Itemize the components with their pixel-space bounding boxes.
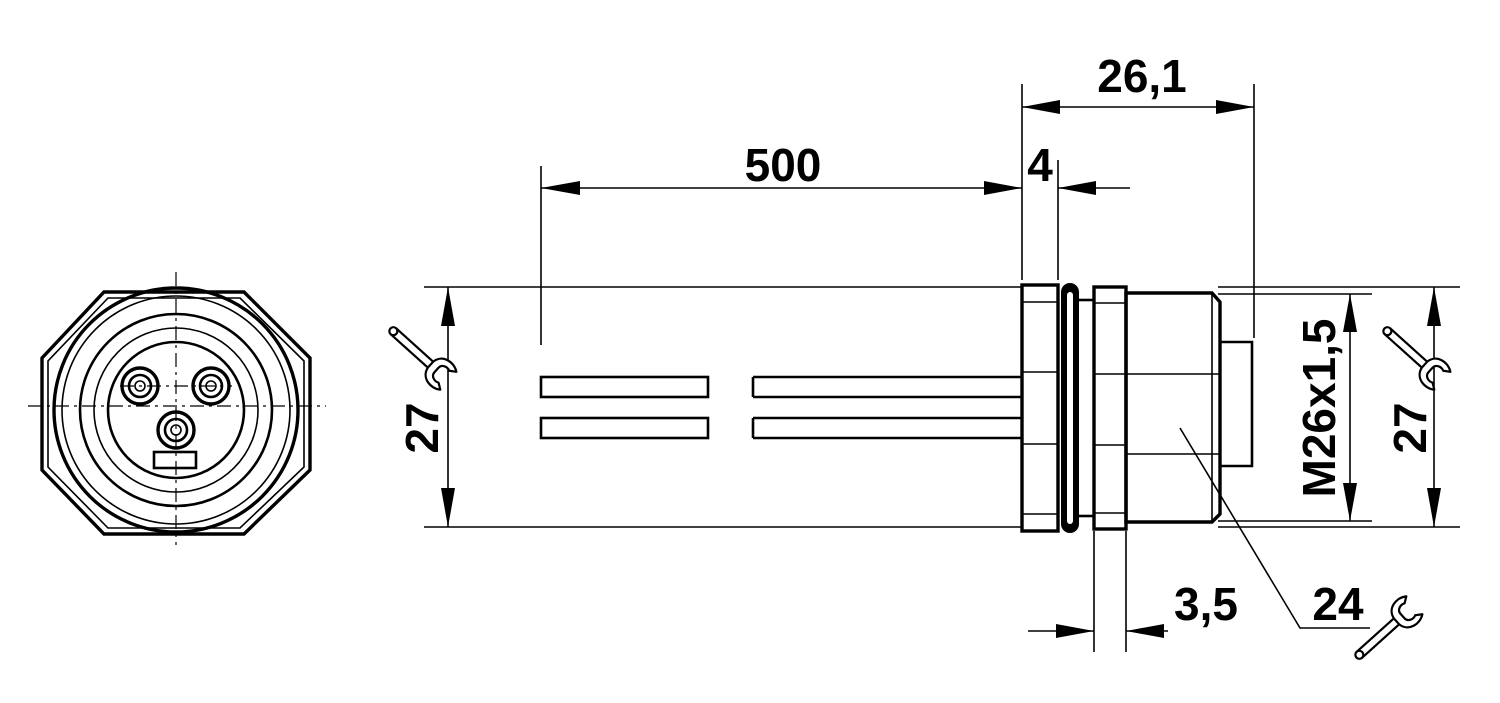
dimension-label-length-flange: 4	[1027, 139, 1053, 191]
wrench-icon	[379, 316, 460, 394]
dimension-height-left: 27	[396, 287, 455, 527]
flange	[1020, 283, 1060, 533]
dimension-label-height-right: 27	[1384, 402, 1436, 453]
dimension-label-length-body: 26,1	[1097, 50, 1187, 102]
dimension-nut-width: 3,5	[1028, 578, 1238, 638]
dimension-thread: M26x1,5	[1293, 294, 1357, 521]
coding-key	[152, 450, 198, 470]
wrench-icon	[1373, 316, 1454, 394]
side-view	[424, 84, 1460, 652]
dimension-label-thread: M26x1,5	[1293, 318, 1345, 497]
dimension-wrench-size: 24	[1179, 427, 1370, 630]
dimension-label-nut-width: 3,5	[1174, 578, 1238, 630]
dimension-label-length-cable: 500	[745, 139, 822, 191]
dimension-label-height-left: 27	[396, 402, 448, 453]
dimension-height-right: 27	[1384, 287, 1441, 527]
threaded-body	[1124, 291, 1222, 524]
front-view	[28, 272, 326, 545]
pin-3	[156, 410, 196, 450]
dimension-length-body: 26,1	[1022, 50, 1254, 114]
cable-wires	[539, 375, 1022, 440]
dimension-length-flange: 4	[1027, 139, 1130, 195]
dimension-length-cable: 500	[541, 139, 1022, 195]
dimension-label-wrench-size: 24	[1312, 578, 1364, 630]
mounting-nut	[1092, 285, 1128, 531]
